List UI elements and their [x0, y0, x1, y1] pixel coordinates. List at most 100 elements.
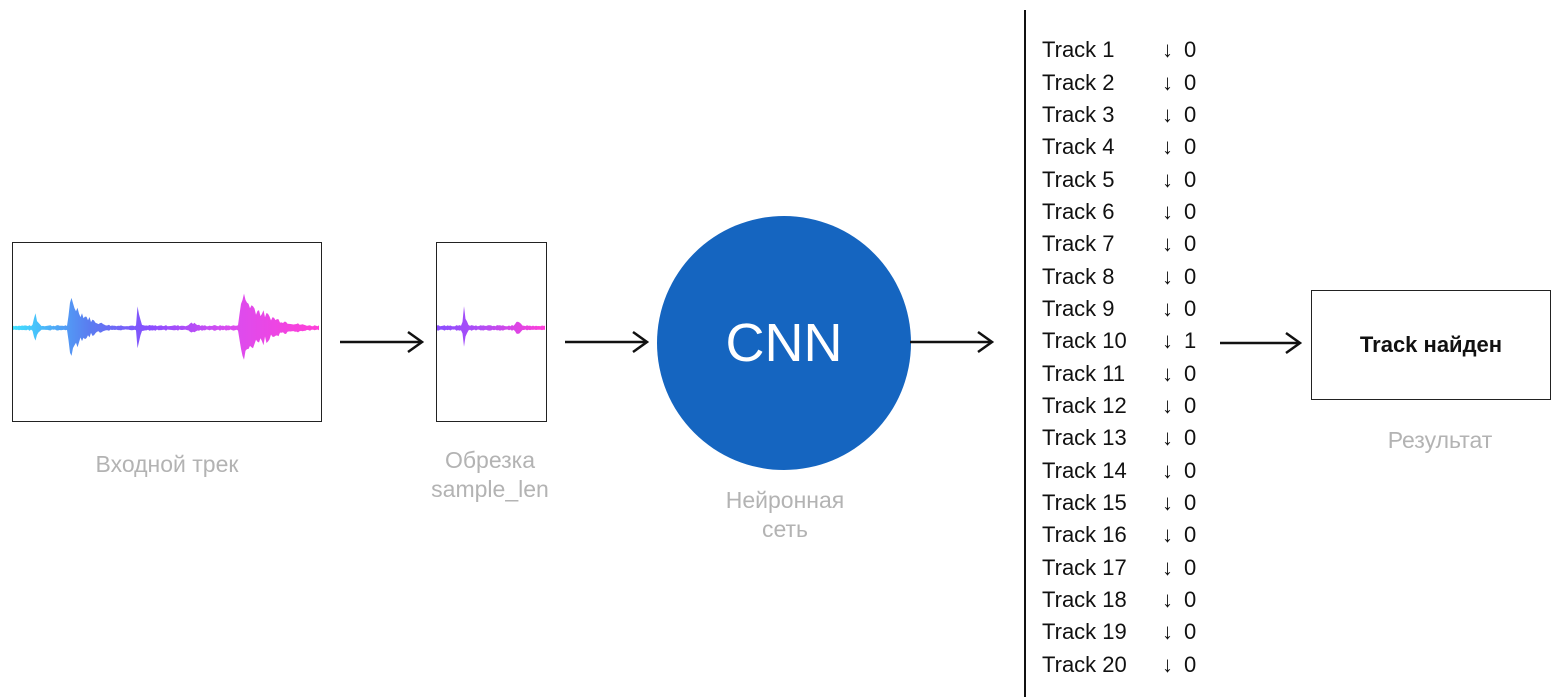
down-arrow-icon: ↓ — [1162, 101, 1173, 127]
track-value: 1 — [1184, 328, 1197, 354]
track-row: Track 5 ↓ 0 — [1042, 163, 1204, 195]
crop-caption-line2: sample_len — [431, 475, 549, 502]
down-arrow-icon: ↓ — [1162, 489, 1173, 515]
track-row: Track 2 ↓ 0 — [1042, 66, 1204, 98]
track-row: Track 11 ↓ 0 — [1042, 357, 1204, 389]
track-value: 0 — [1184, 360, 1197, 386]
down-arrow-icon: ↓ — [1162, 425, 1173, 451]
track-value: 0 — [1184, 37, 1197, 63]
track-row: Track 19 ↓ 0 — [1042, 616, 1204, 648]
track-name: Track 11 — [1042, 360, 1126, 386]
cnn-node: CNN — [657, 216, 911, 470]
arrow-input-to-crop — [340, 330, 425, 354]
track-name: Track 16 — [1042, 522, 1127, 548]
cnn-label: CNN — [725, 313, 843, 373]
track-row: Track 7 ↓ 0 — [1042, 228, 1204, 260]
track-value: 0 — [1184, 101, 1197, 127]
track-value: 0 — [1184, 522, 1197, 548]
track-name: Track 15 — [1042, 489, 1127, 515]
track-row: Track 6↓0 — [1042, 196, 1204, 228]
down-arrow-icon: ↓ — [1162, 198, 1173, 224]
track-value: 0 — [1184, 263, 1197, 289]
track-value: 0 — [1184, 425, 1197, 451]
track-row: Track 13 ↓ 0 — [1042, 422, 1204, 454]
track-row: Track 17 ↓ 0 — [1042, 552, 1204, 584]
track-value: 0 — [1184, 198, 1197, 224]
crop-caption: Обрезка sample_len — [410, 446, 570, 504]
crop-caption-line1: Обрезка — [444, 447, 536, 473]
track-value: 0 — [1184, 554, 1197, 580]
track-row: Track 1 ↓ 0 — [1042, 34, 1204, 66]
down-arrow-icon: ↓ — [1162, 392, 1173, 418]
track-value: 0 — [1184, 651, 1197, 677]
track-value: 0 — [1184, 295, 1197, 321]
down-arrow-icon: ↓ — [1162, 328, 1173, 354]
down-arrow-icon: ↓ — [1162, 37, 1173, 63]
result-box: Track найден — [1311, 290, 1551, 400]
track-name: Track 12 — [1042, 392, 1127, 418]
down-arrow-icon: ↓ — [1162, 587, 1173, 613]
track-name: Track 7 — [1042, 231, 1115, 257]
track-name: Track 20 — [1042, 651, 1127, 677]
track-value: 0 — [1184, 457, 1197, 483]
divider-line — [1024, 10, 1026, 697]
track-row: Track 12 ↓ 0 — [1042, 390, 1204, 422]
track-value: 0 — [1184, 231, 1197, 257]
cnn-caption: Нейронная сеть — [700, 486, 870, 544]
track-row: Track 15 ↓ 0 — [1042, 487, 1204, 519]
track-row: Track 18 ↓ 0 — [1042, 584, 1204, 616]
track-value: 0 — [1184, 134, 1197, 160]
track-name: Track 5 — [1042, 166, 1115, 192]
arrow-cnn-to-tracks — [910, 330, 995, 354]
track-name: Track 18 — [1042, 587, 1127, 613]
track-value: 0 — [1184, 619, 1197, 645]
track-name: Track 13 — [1042, 425, 1127, 451]
input-track-box — [12, 242, 322, 422]
track-row: Track 14↓0 — [1042, 454, 1204, 486]
down-arrow-icon: ↓ — [1162, 134, 1173, 160]
track-name: Track 17 — [1042, 554, 1127, 580]
track-value: 0 — [1184, 166, 1197, 192]
track-name: Track 3 — [1042, 101, 1115, 127]
down-arrow-icon: ↓ — [1162, 554, 1173, 580]
track-row: Track 8↓0 — [1042, 260, 1204, 292]
down-arrow-icon: ↓ — [1162, 295, 1173, 321]
track-name: Track 9 — [1042, 295, 1115, 321]
down-arrow-icon: ↓ — [1162, 360, 1173, 386]
track-row: Track 20 ↓ 0 — [1042, 649, 1204, 681]
track-row: Track 3 ↓ 0 — [1042, 99, 1204, 131]
down-arrow-icon: ↓ — [1162, 69, 1173, 95]
track-name: Track 10 — [1042, 328, 1127, 354]
down-arrow-icon: ↓ — [1162, 263, 1173, 289]
track-name: Track 4 — [1042, 134, 1115, 160]
track-value: 0 — [1184, 587, 1197, 613]
track-row: Track 9 ↓ 0 — [1042, 293, 1204, 325]
input-track-caption: Входной трек — [95, 451, 239, 477]
track-row: Track 10 ↓ 1 — [1042, 325, 1204, 357]
cnn-caption-line1: Нейронная — [725, 487, 845, 513]
track-row: Track 16 ↓ 0 — [1042, 519, 1204, 551]
arrow-crop-to-cnn — [565, 330, 650, 354]
track-name: Track 2 — [1042, 69, 1115, 95]
track-value: 0 — [1184, 69, 1197, 95]
track-value: 0 — [1184, 392, 1197, 418]
down-arrow-icon: ↓ — [1162, 619, 1173, 645]
track-name: Track 19 — [1042, 619, 1127, 645]
down-arrow-icon: ↓ — [1162, 166, 1173, 192]
down-arrow-icon: ↓ — [1162, 651, 1173, 677]
crop-box — [436, 242, 547, 422]
down-arrow-icon: ↓ — [1162, 457, 1173, 483]
down-arrow-icon: ↓ — [1162, 231, 1173, 257]
track-name: Track 1 — [1042, 37, 1115, 63]
track-row: Track 4 ↓ 0 — [1042, 131, 1204, 163]
result-caption: Результат — [1387, 427, 1493, 453]
waveform-shape — [13, 293, 319, 360]
track-value: 0 — [1184, 489, 1197, 515]
input-waveform — [13, 293, 319, 360]
down-arrow-icon: ↓ — [1162, 522, 1173, 548]
crop-waveform — [437, 306, 545, 347]
arrow-track10-to-result — [1220, 331, 1303, 355]
cnn-caption-line2: сеть — [761, 515, 809, 542]
result-text: Track найден — [1359, 332, 1503, 357]
